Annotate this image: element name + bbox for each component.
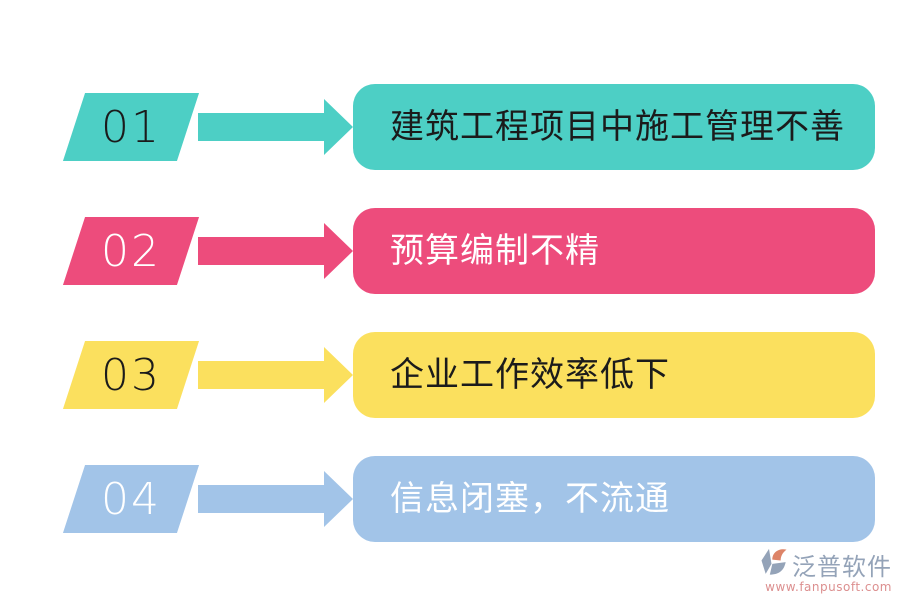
step-number-badge: 02 [62,217,200,285]
watermark: 泛普软件 www.fanpusoft.com [752,547,892,594]
watermark-url: www.fanpusoft.com [765,580,892,594]
step-number-badge: 03 [62,341,200,409]
issue-label: 信息闭塞，不流通 [390,479,670,519]
arrow-right-icon [198,471,353,527]
arrow-right-icon [198,99,353,155]
arrow-right-icon [198,223,353,279]
issue-box: 企业工作效率低下 [353,332,875,418]
issue-row-2: 02 预算编制不精 [0,208,900,294]
step-number: 04 [101,473,161,525]
watermark-brand: 泛普软件 [792,553,892,581]
issue-box: 信息闭塞，不流通 [353,456,875,542]
issue-row-1: 01 建筑工程项目中施工管理不善 [0,84,900,170]
step-number-badge: 01 [62,93,200,161]
issue-row-3: 03 企业工作效率低下 [0,332,900,418]
arrow-right-icon [198,347,353,403]
issue-label: 建筑工程项目中施工管理不善 [390,107,845,147]
step-number: 02 [101,225,161,277]
issue-label: 预算编制不精 [390,231,600,271]
step-number: 01 [101,101,161,153]
step-number: 03 [101,349,161,401]
issue-box: 预算编制不精 [353,208,875,294]
step-number-badge: 04 [62,465,200,533]
issue-box: 建筑工程项目中施工管理不善 [353,84,875,170]
issue-label: 企业工作效率低下 [390,355,670,395]
fanpu-logo-icon [759,548,789,582]
issue-row-4: 04 信息闭塞，不流通 [0,456,900,542]
